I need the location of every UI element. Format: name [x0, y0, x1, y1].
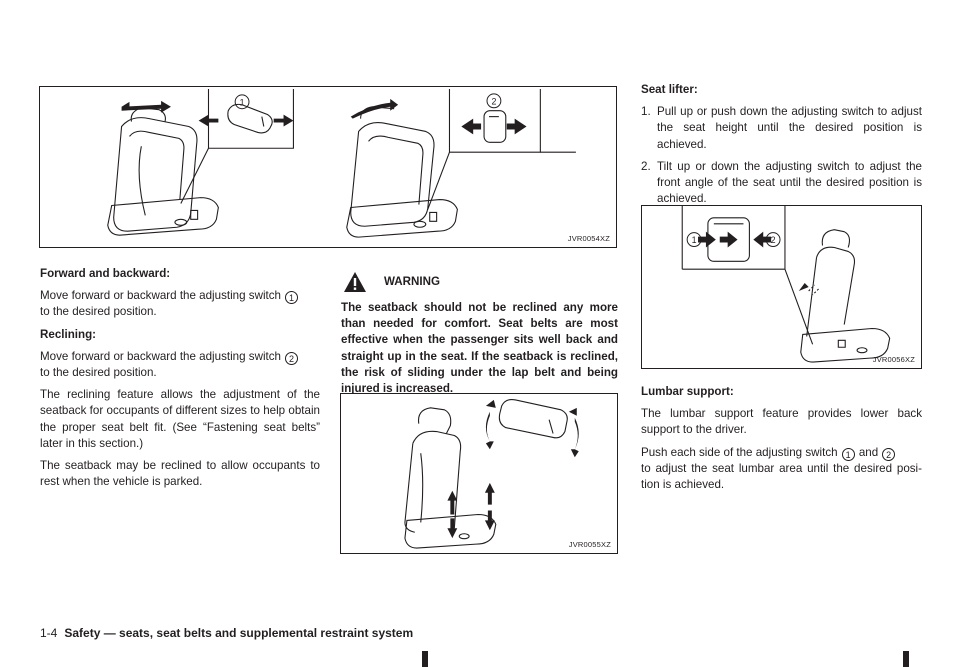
- reclining-text: Move forward or backward the adjusting s…: [40, 349, 282, 363]
- left-column: Forward and backward: Move forward or ba…: [40, 266, 320, 490]
- page-number: 1-4: [40, 626, 58, 640]
- list-item: 2. Tilt up or down the adjusting switch …: [641, 159, 922, 208]
- figure-code: JVR0056XZ: [872, 355, 915, 364]
- lumbar-and: and: [858, 445, 879, 459]
- warning-text: The seatback should not be reclined any …: [341, 301, 618, 396]
- circled-number-1: 1: [841, 447, 855, 461]
- parked-paragraph: The seatback may be reclined to allow oc…: [40, 459, 320, 489]
- reclining-text-end: to the desired position.: [40, 366, 157, 380]
- heading-seat-lifter: Seat lifter:: [641, 83, 698, 96]
- lumbar-paragraph: The lumbar support feature provides lowe…: [641, 407, 922, 437]
- circled-number-1: 1: [285, 291, 299, 305]
- list-number: 1.: [641, 105, 651, 119]
- reclining-paragraph: The reclining feature allows the adjustm…: [40, 388, 320, 450]
- seat-switches-illustration: 1 2: [107, 88, 576, 238]
- heading-lumbar-support: Lumbar support:: [641, 385, 734, 398]
- figure-code: JVR0054XZ: [567, 234, 610, 243]
- crop-mark: [903, 651, 909, 667]
- right-column-top: Seat lifter: 1. Pull up or push down the…: [641, 82, 922, 207]
- heading-forward-backward: Forward and backward:: [40, 267, 171, 280]
- figure-seat-switches: 1 2 JVR0054XZ: [39, 86, 617, 248]
- warning-title: WARNING: [384, 274, 441, 288]
- callout-1: 1: [692, 235, 697, 245]
- circled-number-2: 2: [882, 447, 896, 461]
- warning-icon: [344, 272, 366, 292]
- callout-1: 1: [240, 97, 245, 107]
- list-text: Tilt up or down the adjusting switch to …: [657, 159, 922, 206]
- section-title: Safety — seats, seat belts and supplemen…: [64, 626, 414, 640]
- list-item: 1. Pull up or push down the adjusting sw…: [641, 104, 922, 153]
- circled-number-2: 2: [285, 351, 299, 365]
- forward-text-end: to the desired position.: [40, 305, 157, 319]
- figure-seat-lifter: 1 2 JVR0056XZ: [641, 205, 922, 369]
- callout-2: 2: [491, 96, 496, 106]
- figure-reclining-seat: JVR0055XZ: [340, 393, 618, 554]
- right-column-bottom: Lumbar support: The lumbar support featu…: [641, 384, 922, 493]
- heading-reclining: Reclining:: [40, 327, 97, 341]
- figure-code: JVR0055XZ: [568, 540, 611, 549]
- warning-block: WARNING The seatback should not be recli…: [341, 266, 618, 397]
- lumbar-text: Push each side of the adjusting switch: [641, 445, 838, 459]
- reclining-seat-illustration: [404, 399, 579, 549]
- list-text: Pull up or push down the adjusting switc…: [657, 105, 922, 151]
- callout-2: 2: [771, 235, 776, 245]
- list-number: 2.: [641, 159, 651, 173]
- crop-mark: [422, 651, 428, 667]
- forward-text: Move forward or backward the adjusting s…: [40, 289, 282, 303]
- lumbar-text-end: to adjust the seat lumbar area until the…: [641, 461, 922, 492]
- seat-lifter-illustration: 1 2: [681, 206, 891, 363]
- page-footer: 1-4 Safety — seats, seat belts and supple…: [40, 626, 413, 640]
